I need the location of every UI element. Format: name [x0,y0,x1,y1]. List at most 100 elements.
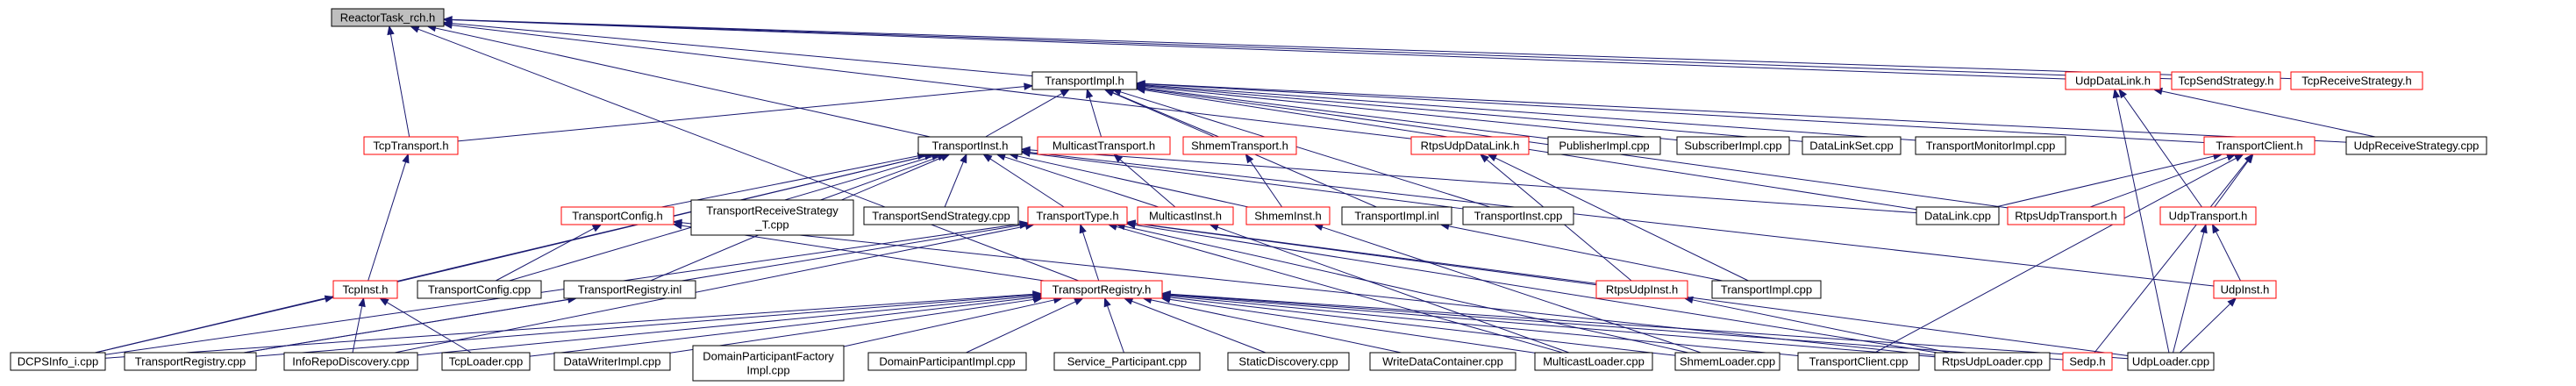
node-mcld[interactable]: MulticastLoader.cpp [1534,352,1653,371]
edge-tss-to-tinst [944,153,967,208]
edge-ttype-to-tinst [982,154,1065,208]
edge-shld-to-treg [1160,293,1676,356]
edge-dcps-to-treg [104,290,1043,359]
node-ttype[interactable]: TransportType.h [1027,206,1128,225]
node-wdc[interactable]: WriteDataContainer.cpp [1369,352,1516,371]
node-label: RtpsUdpLoader.cpp [1942,355,2043,368]
node-tcprs[interactable]: TcpReceiveStrategy.h [2290,71,2423,90]
node-rtpsdl[interactable]: RtpsUdpDataLink.h [1410,136,1530,155]
node-timpl[interactable]: TransportImpl.h [1031,71,1138,90]
node-dcps[interactable]: DCPSInfo_i.cpp [10,352,106,371]
node-box [863,206,1019,225]
node-shld[interactable]: ShmemLoader.cpp [1674,352,1780,371]
node-tregcpp[interactable]: TransportRegistry.cpp [124,352,257,371]
arrowhead-icon [1479,154,1489,163]
node-box [1547,136,1661,155]
arrowhead-icon [672,218,682,226]
arrowhead-icon [2112,88,2121,99]
node-box [332,280,398,299]
node-udptr[interactable]: UdpTransport.h [2159,206,2257,225]
node-sedp[interactable]: Sedp.h [2062,352,2113,371]
node-label: UdpLoader.cpp [2132,355,2209,368]
arrowhead-icon [1209,224,1219,232]
arrowhead-icon [1074,297,1084,305]
node-shinst[interactable]: ShmemInst.h [1245,206,1331,225]
arrowhead-icon [1060,89,1071,97]
node-dlset[interactable]: DataLinkSet.cpp [1802,136,1902,155]
node-mcast[interactable]: MulticastTransport.h [1037,136,1171,155]
node-trst[interactable]: TransportReceiveStrategy_T.cpp [690,199,854,236]
node-box [10,352,106,371]
node-label: TransportImpl.h [1045,75,1124,88]
node-irdisc[interactable]: InfoRepoDiscovery.cpp [283,352,418,371]
node-label: RtpsUdpInst.h [1606,283,1678,297]
node-label: ReactorTask_rch.h [340,11,435,25]
node-tcptr[interactable]: TcpTransport.h [363,136,459,155]
arrowhead-icon [442,16,453,24]
node-tss[interactable]: TransportSendStrategy.cpp [863,206,1019,225]
node-label: TransportConfig.cpp [428,283,531,297]
node-box [1227,352,1350,371]
edge-tccpp-to-tclient [1874,154,2244,354]
node-timplinl[interactable]: TransportImpl.inl [1341,206,1452,225]
node-tmon[interactable]: TransportMonitorImpl.cpp [1915,136,2066,155]
node-tregi[interactable]: TransportRegistry.inl [563,280,696,299]
node-tccpp[interactable]: TransportClient.cpp [1797,352,1920,371]
edge-udptr-to-udpdl [2118,88,2202,208]
arrowhead-icon [1103,297,1111,308]
node-timplcpp[interactable]: TransportImpl.cpp [1711,280,1822,299]
node-box [1916,206,2000,225]
node-sdisc[interactable]: StaticDiscovery.cpp [1227,352,1350,371]
node-label: TransportSendStrategy.cpp [872,210,1010,223]
node-tcpinst[interactable]: TcpInst.h [332,280,398,299]
node-pubimpl[interactable]: PublisherImpl.cpp [1547,136,1661,155]
arrowhead-icon [1086,88,1094,99]
node-udpinst[interactable]: UdpInst.h [2213,280,2277,299]
node-label: TransportClient.h [2216,139,2302,153]
node-tcpss[interactable]: TcpSendStrategy.h [2171,71,2281,90]
node-tconf[interactable]: TransportConfig.h [560,206,674,225]
node-label: TcpInst.h [342,283,388,297]
node-label: ShmemTransport.h [1191,139,1288,153]
node-label: MulticastInst.h [1149,210,1222,223]
edge-udpld-to-udptr [2173,223,2208,354]
node-label: UdpTransport.h [2169,210,2248,223]
node-rtpstr[interactable]: RtpsUdpTransport.h [2007,206,2125,225]
node-udprs[interactable]: UdpReceiveStrategy.cpp [2345,136,2487,155]
node-label: UdpReceiveStrategy.cpp [2354,139,2480,153]
node-treg[interactable]: TransportRegistry.h [1040,280,1163,299]
arrowhead-icon [324,295,335,303]
node-box [2345,136,2487,155]
node-minst[interactable]: MulticastInst.h [1137,206,1234,225]
arrowhead-icon [1487,154,1498,161]
node-tclient[interactable]: TransportClient.h [2203,136,2316,155]
node-rtpsinst[interactable]: RtpsUdpInst.h [1595,280,1688,299]
node-shmtr[interactable]: ShmemTransport.h [1182,136,1297,155]
node-label: TransportImpl.cpp [1721,283,1812,297]
edge-udpld-to-udpinst [2179,297,2237,354]
node-dpimpl[interactable]: DomainParticipantImpl.cpp [867,352,1027,371]
node-dwimpl[interactable]: DataWriterImpl.cpp [553,352,671,371]
node-udpld[interactable]: UdpLoader.cpp [2127,352,2215,371]
node-tinstcpp[interactable]: TransportInst.cpp [1462,206,1574,225]
node-tcpld[interactable]: TcpLoader.cpp [441,352,531,371]
node-rtpsld[interactable]: RtpsUdpLoader.cpp [1934,352,2051,371]
node-subimpl[interactable]: SubscriberImpl.cpp [1676,136,1790,155]
node-tinst[interactable]: TransportInst.h [917,136,1023,155]
edge-udpinst-to-udptr [2211,223,2241,282]
edge-sdisc-to-treg [1123,297,1267,354]
edge-tcpld-to-tcpinst [379,297,472,354]
node-dlcpp[interactable]: DataLink.cpp [1916,206,2000,225]
edge-shinst-to-tinst [1008,152,1249,208]
node-box [1031,71,1138,90]
node-udpdl[interactable]: UdpDataLink.h [2065,71,2161,90]
node-tconfcpp[interactable]: TransportConfig.cpp [417,280,542,299]
node-box [2171,71,2281,90]
edge-tcpinst-to-tcptr [367,153,410,282]
node-box [1711,280,1822,299]
node-svcp[interactable]: Service_Participant.cpp [1053,352,1201,371]
edge-rtpsdl-to-reactor [442,21,1412,139]
edge-dwimpl-to-treg [669,296,1044,354]
